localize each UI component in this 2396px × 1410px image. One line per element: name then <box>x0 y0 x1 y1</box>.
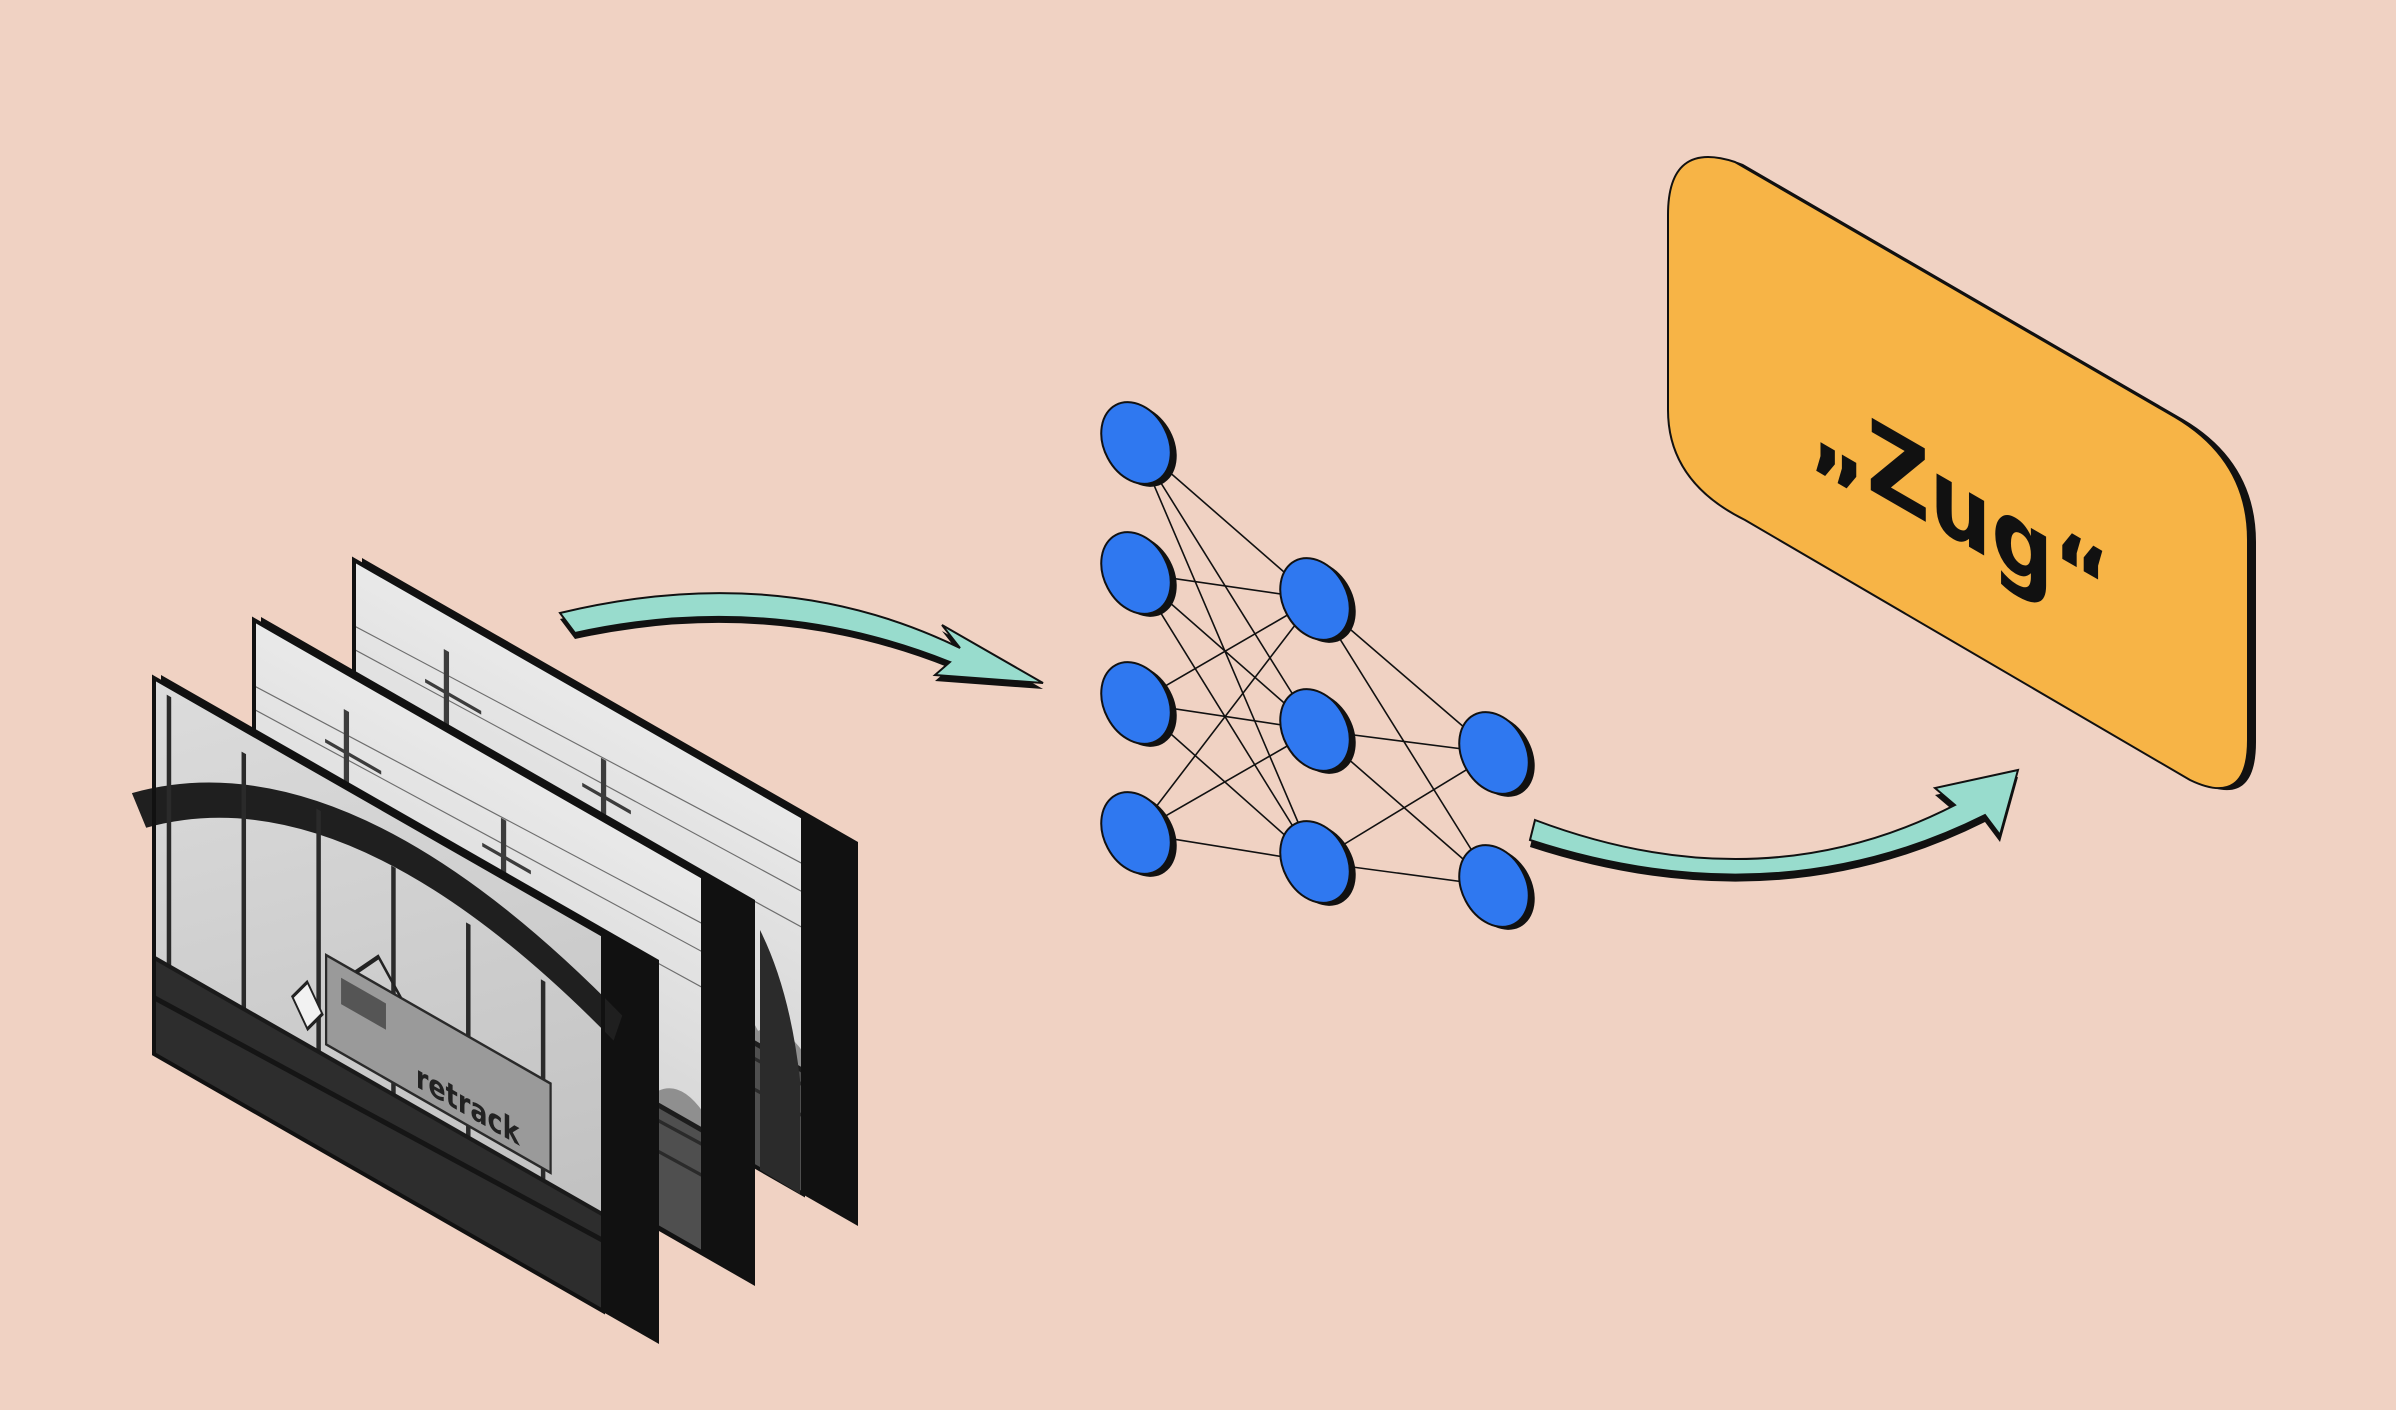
photo-frame-front: retrack <box>139 669 659 1344</box>
network-node <box>1279 688 1356 774</box>
network-node-face <box>1458 844 1530 928</box>
network-node <box>1458 711 1535 797</box>
network-node <box>1100 661 1177 747</box>
network-node-face <box>1458 711 1530 795</box>
input-photo-stack: retrack <box>139 556 858 1344</box>
neural-network <box>1100 401 1535 930</box>
network-edge <box>1135 598 1316 834</box>
network-node-face <box>1279 820 1351 904</box>
arrow-network-to-output <box>1528 768 2020 882</box>
network-node <box>1279 820 1356 906</box>
network-node <box>1100 401 1177 487</box>
network-node-face <box>1100 531 1172 615</box>
network-node-face <box>1279 557 1351 641</box>
network-edge <box>1135 572 1316 863</box>
arrow-input-to-network <box>558 592 1044 689</box>
network-connections <box>1135 442 1495 887</box>
network-node <box>1100 791 1177 877</box>
network-nodes <box>1100 401 1535 930</box>
output-card: „Zug“ <box>1667 156 2256 791</box>
network-node <box>1458 844 1535 930</box>
network-node-face <box>1100 401 1172 485</box>
network-node <box>1279 557 1356 643</box>
network-node-face <box>1100 661 1172 745</box>
network-edge <box>1314 598 1495 887</box>
network-node <box>1100 531 1177 617</box>
network-node-face <box>1279 688 1351 772</box>
network-node-face <box>1100 791 1172 875</box>
